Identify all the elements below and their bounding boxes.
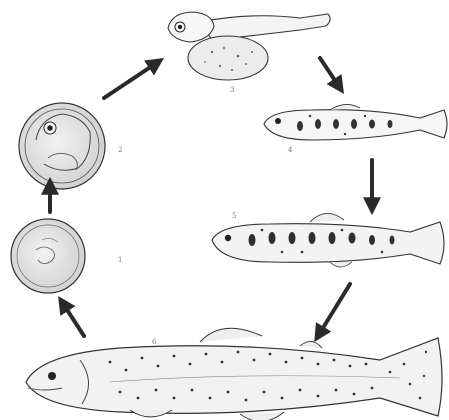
svg-text:2: 2 — [118, 146, 122, 154]
arrow-parr-to-adult — [318, 284, 350, 336]
egg-stage: 1 — [11, 219, 122, 293]
svg-text:3: 3 — [230, 86, 234, 94]
svg-text:4: 4 — [288, 146, 293, 154]
svg-text:5: 5 — [232, 212, 236, 220]
arrow-eyed-egg-to-alevin — [104, 62, 158, 98]
parr-stage: 5 — [212, 212, 444, 267]
arrow-adult-to-egg — [62, 302, 84, 336]
adult-stage: 6 — [26, 328, 442, 420]
fry-stage: 4 — [264, 104, 447, 154]
svg-text:1: 1 — [118, 256, 122, 264]
svg-text:6: 6 — [152, 338, 157, 346]
alevin-stage: 3 — [168, 12, 330, 94]
cycle-arrows — [50, 58, 372, 336]
arrow-alevin-to-fry — [320, 58, 340, 88]
eyed-egg-stage: 2 — [19, 103, 122, 189]
